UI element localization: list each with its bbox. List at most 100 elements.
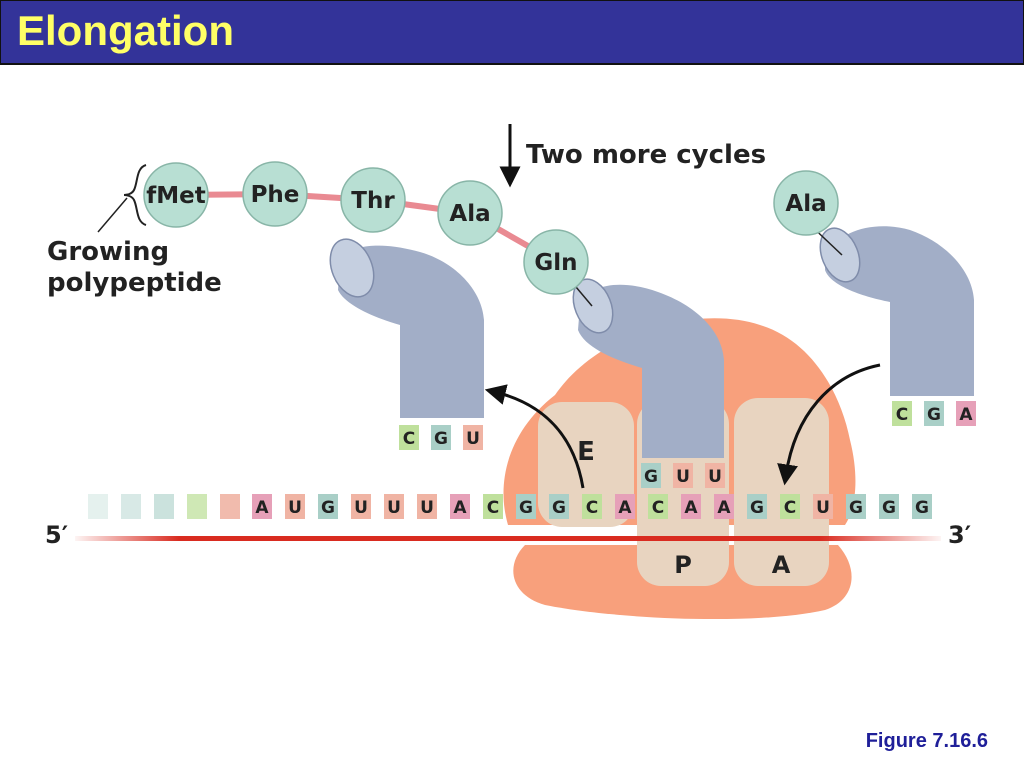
mrna-nucleotide-tile	[483, 494, 503, 519]
mrna-nucleotide-letter: A	[618, 498, 632, 518]
anticodon-nucleotide-letter: G	[434, 429, 448, 449]
mrna-nucleotide-tile	[747, 494, 767, 519]
title-bar: Elongation	[0, 0, 1024, 65]
anticodon-nucleotide-tile	[399, 425, 419, 450]
anticodon-nucleotide-tile	[431, 425, 451, 450]
anticodon-nucleotide-letter: U	[466, 429, 480, 449]
mrna-nucleotide-tile	[912, 494, 932, 519]
mrna-nucleotide-tile	[549, 494, 569, 519]
exit-arrow	[484, 384, 585, 489]
p-site-trna	[572, 278, 724, 458]
mrna-nucleotide-letter: C	[487, 498, 499, 518]
amino-acid-label: Ala	[785, 191, 826, 217]
anticodon-nucleotide-letter: U	[676, 467, 690, 487]
anticodon-nucleotide-tile	[641, 463, 661, 488]
mrna-faded-tile	[220, 494, 240, 519]
cycles-label: Two more cycles	[526, 140, 766, 170]
anticodon-nucleotide-tile	[892, 401, 912, 426]
mrna-faded-tile	[121, 494, 141, 519]
mrna-nucleotide-tile	[879, 494, 899, 519]
p-site-label: P	[674, 551, 692, 579]
incoming-trna	[819, 226, 974, 396]
three-prime-label: 3′	[948, 521, 971, 549]
mrna-nucleotide-tile	[285, 494, 305, 519]
amino-acid-label: Ala	[449, 201, 490, 227]
anticodon-nucleotide-tile	[924, 401, 944, 426]
mrna-nucleotide-tile	[681, 494, 701, 519]
amino-acid-thr: Thr	[340, 167, 406, 233]
amino-acid-phe: Phe	[242, 161, 308, 227]
anticodon-nucleotide-letter: C	[403, 429, 415, 449]
mrna-nucleotide-tile	[615, 494, 635, 519]
mrna-nucleotide-tile	[450, 494, 470, 519]
mrna-nucleotide-letter: G	[882, 498, 896, 518]
mrna-nucleotide-letter: C	[784, 498, 796, 518]
mrna-strand	[75, 536, 941, 541]
a-site-label: A	[772, 551, 791, 579]
anticodon-nucleotide-letter: G	[927, 405, 941, 425]
mrna-nucleotide-letter: A	[684, 498, 698, 518]
mrna-nucleotide-letter: U	[354, 498, 368, 518]
mrna-nucleotide-letter: U	[288, 498, 302, 518]
anticodon-nucleotide-tile	[956, 401, 976, 426]
mrna-nucleotide-letter: C	[652, 498, 664, 518]
anticodon-nucleotide-letter: U	[708, 467, 722, 487]
mrna-nucleotide-letter: U	[420, 498, 434, 518]
polypeptide-label: polypeptide	[47, 268, 222, 298]
mrna-nucleotide-letter: A	[453, 498, 467, 518]
exiting-trna	[329, 238, 484, 418]
mrna-nucleotide-letter: A	[255, 498, 269, 518]
mrna-nucleotide-letter: U	[816, 498, 830, 518]
polypeptide-brace	[123, 164, 147, 226]
mrna-nucleotide-letter: U	[387, 498, 401, 518]
amino-acid-label: Thr	[351, 188, 395, 214]
mrna-nucleotide-letter: G	[321, 498, 335, 518]
anticodon-nucleotide-letter: G	[644, 467, 658, 487]
entry-arrow	[777, 363, 881, 486]
mrna-nucleotide-tile	[648, 494, 668, 519]
mrna-faded-tile	[187, 494, 207, 519]
incoming-amino-acid-ala: Ala	[773, 170, 839, 236]
mrna-nucleotide-letter: G	[750, 498, 764, 518]
growing-label: Growing	[47, 237, 169, 267]
mrna-nucleotide-tile	[417, 494, 437, 519]
polypeptide-pointer	[97, 197, 128, 233]
mrna-nucleotide-letter: G	[552, 498, 566, 518]
amino-acid-fmet: fMet	[143, 162, 209, 228]
mrna-nucleotide-letter: G	[915, 498, 929, 518]
mrna-nucleotide-tile	[582, 494, 602, 519]
mrna-nucleotide-tile	[252, 494, 272, 519]
mrna-nucleotide-letter: G	[849, 498, 863, 518]
slide-title: Elongation	[17, 7, 234, 54]
mrna-nucleotide-tile	[813, 494, 833, 519]
amino-acid-label: fMet	[146, 183, 206, 209]
figure-caption: Figure 7.16.6	[865, 730, 988, 752]
amino-acid-gln: Gln	[523, 229, 589, 295]
mrna-nucleotide-tile	[846, 494, 866, 519]
anticodon-nucleotide-tile	[673, 463, 693, 488]
mrna-faded-tile	[154, 494, 174, 519]
e-site-label: E	[577, 437, 595, 467]
anticodon-nucleotide-letter: C	[896, 405, 908, 425]
amino-acid-label: Gln	[534, 250, 577, 276]
mrna-faded-tile	[88, 494, 108, 519]
amino-acid-ala: Ala	[437, 180, 503, 246]
mrna-nucleotide-letter: A	[717, 498, 731, 518]
amino-acid-label: Phe	[251, 182, 300, 208]
mrna-nucleotide-tile	[318, 494, 338, 519]
mrna-nucleotide-tile	[516, 494, 536, 519]
anticodon-nucleotide-tile	[705, 463, 725, 488]
mrna-nucleotide-tile	[714, 494, 734, 519]
mrna-nucleotide-tile	[780, 494, 800, 519]
five-prime-label: 5′	[45, 521, 68, 549]
mrna-nucleotide-tile	[384, 494, 404, 519]
anticodon-nucleotide-tile	[463, 425, 483, 450]
mrna-nucleotide-letter: G	[519, 498, 533, 518]
mrna-nucleotide-tile	[351, 494, 371, 519]
mrna-nucleotide-letter: C	[586, 498, 598, 518]
